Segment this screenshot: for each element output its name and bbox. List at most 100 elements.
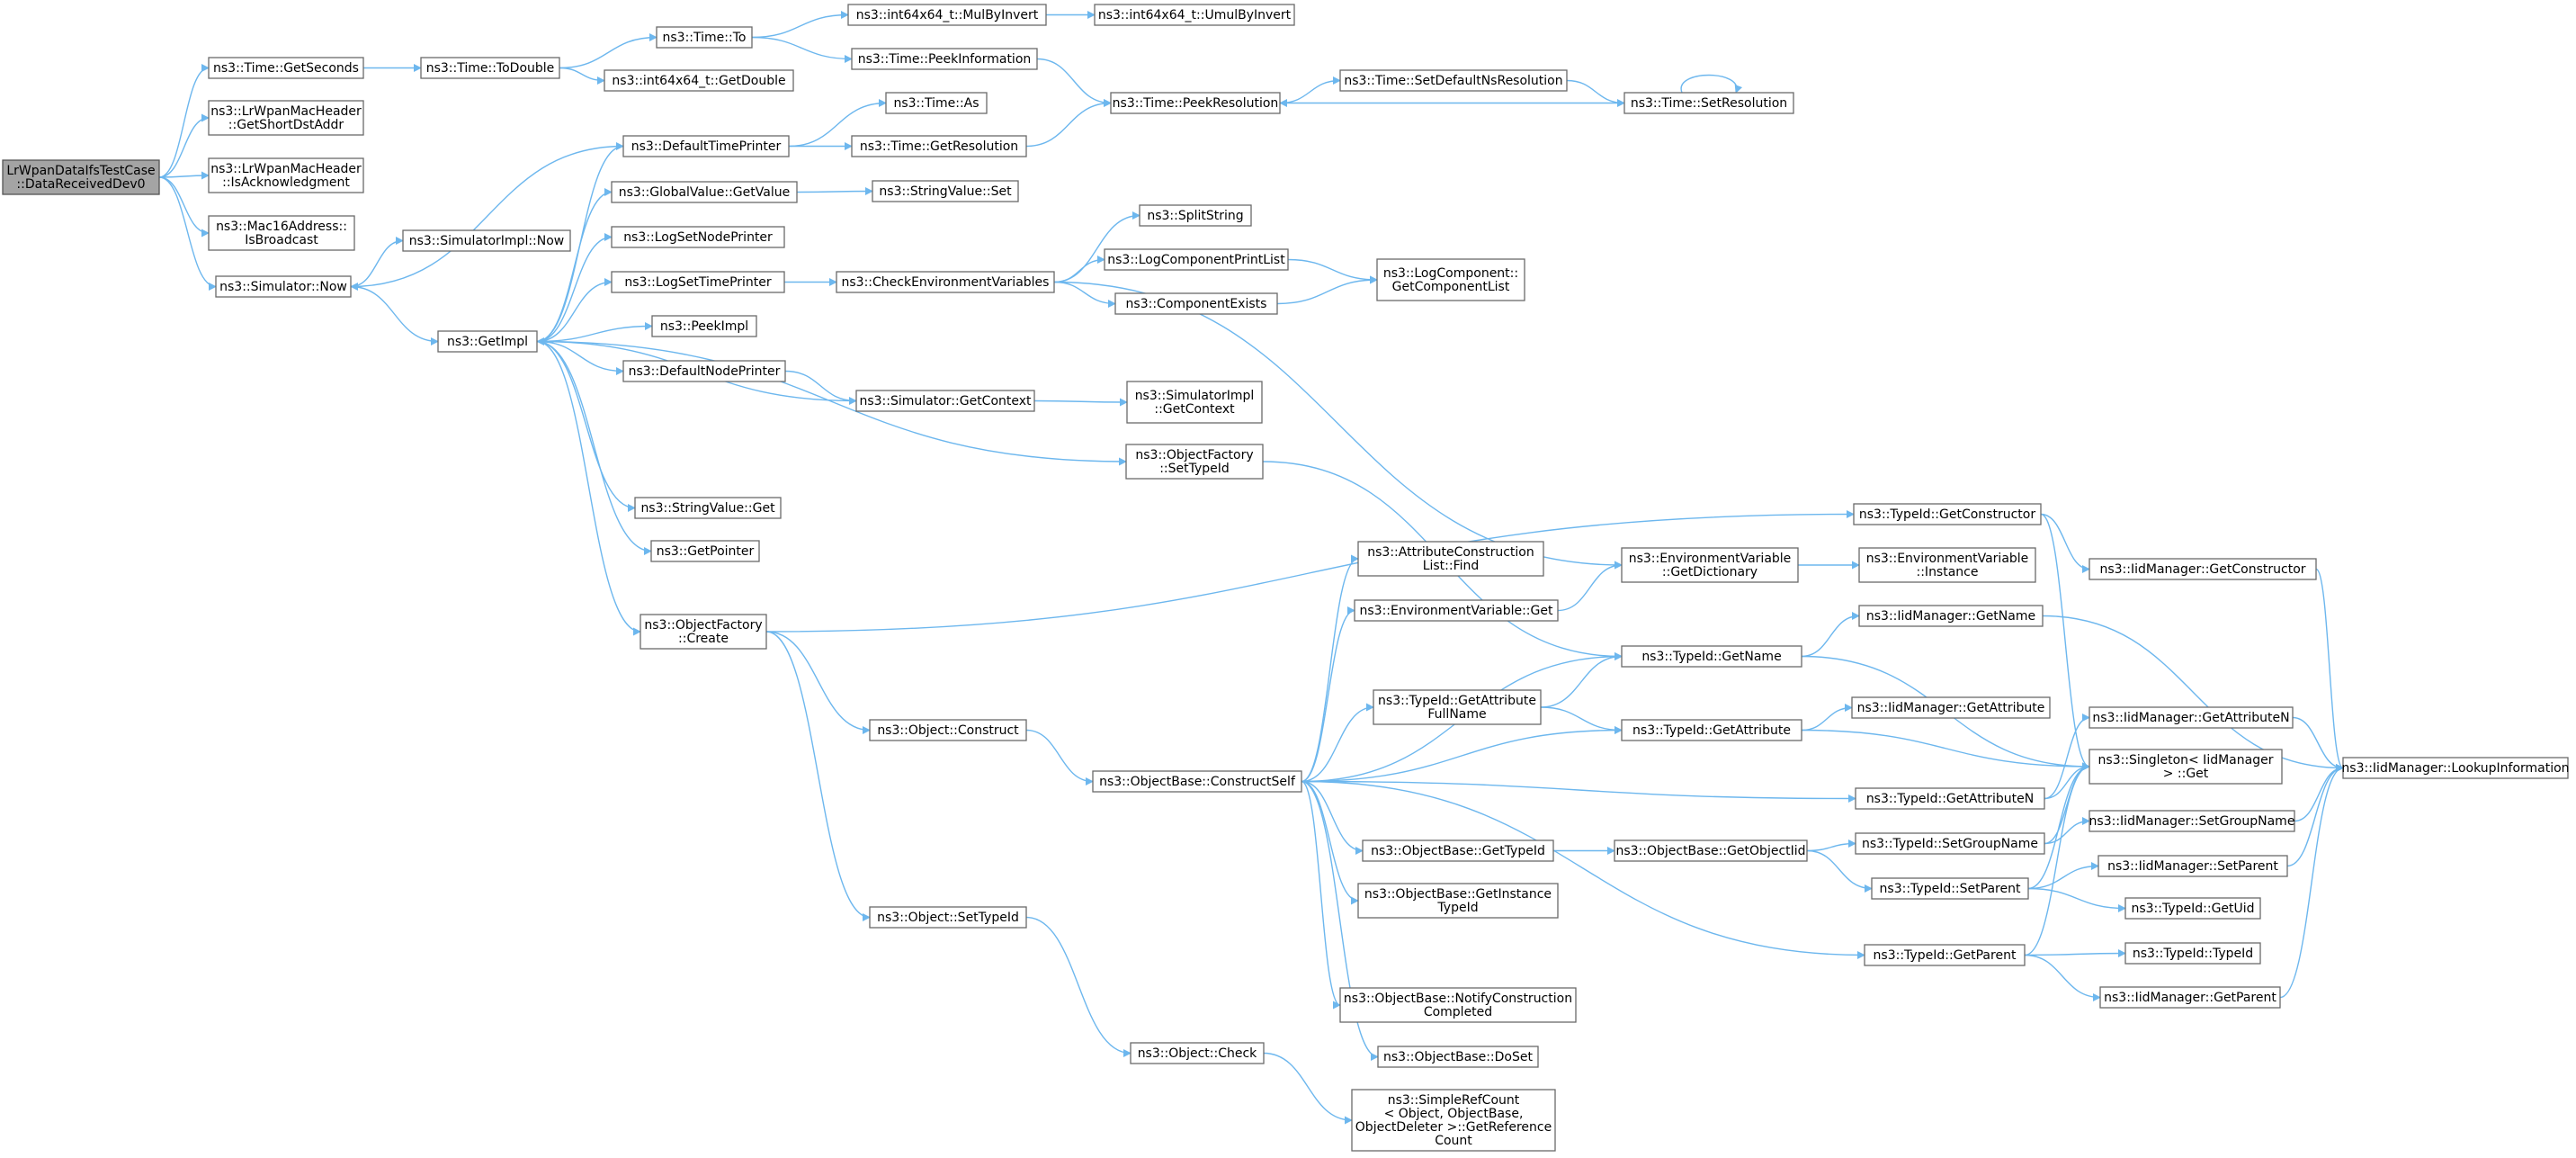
node-objectfactory-settypeid[interactable]: ns3::ObjectFactory::SetTypeId <box>1125 444 1264 480</box>
node-checkenvvars[interactable]: ns3::CheckEnvironmentVariables <box>836 271 1055 293</box>
node-typeid-getconstructor[interactable]: ns3::TypeId::GetConstructor <box>1853 503 2042 525</box>
edge-getimpl-to-logsetnodeprinter <box>536 233 613 343</box>
node-box <box>1110 92 1281 114</box>
node-label-line: ns3::SimulatorImpl::Now <box>409 234 565 248</box>
edge-time_peekresolution-to-time_setdefaultns <box>1279 76 1341 104</box>
node-lrwpan-getshortdst[interactable]: ns3::LrWpanMacHeader::GetShortDstAddr <box>208 100 364 136</box>
node-logcomponent-getlist[interactable]: ns3::LogComponent::GetComponentList <box>1376 258 1525 301</box>
node-singleton-get[interactable]: ns3::Singleton< IidManager> ::Get <box>2089 749 2283 785</box>
node-time-setdefaultns[interactable]: ns3::Time::SetDefaultNsResolution <box>1339 69 1568 92</box>
node-typeid-getname[interactable]: ns3::TypeId::GetName <box>1621 645 1802 668</box>
node-box <box>1373 689 1542 725</box>
node-lrwpan-isack[interactable]: ns3::LrWpanMacHeader::IsAcknowledgment <box>208 157 364 193</box>
node-typeid-setparent[interactable]: ns3::TypeId::SetParent <box>1871 877 2029 900</box>
node-label-line: ns3::TypeId::GetAttribute <box>1632 723 1791 738</box>
node-box <box>1621 719 1802 741</box>
node-mac16-isbroadcast[interactable]: ns3::Mac16Address::IsBroadcast <box>208 215 355 251</box>
node-time-peekinformation[interactable]: ns3::Time::PeekInformation <box>851 48 1038 70</box>
node-simulatorimpl-now[interactable]: ns3::SimulatorImpl::Now <box>402 229 571 252</box>
node-box <box>1851 696 2051 719</box>
edge-objectfactory_create-to-object_construct <box>765 631 871 734</box>
node-int64-mulbyinvert[interactable]: ns3::int64x64_t::MulByInvert <box>847 4 1047 26</box>
node-root[interactable]: LrWpanDataIfsTestCase::DataReceivedDev0 <box>2 159 160 195</box>
node-object-check[interactable]: ns3::Object::Check <box>1130 1042 1265 1064</box>
node-getimpl[interactable]: ns3::GetImpl <box>437 330 538 353</box>
node-time-setresolution[interactable]: ns3::Time::SetResolution <box>1623 92 1794 114</box>
node-iidmanager-setparent[interactable]: ns3::IidManager::SetParent <box>2097 855 2288 877</box>
node-simulator-now[interactable]: ns3::Simulator::Now <box>215 275 352 298</box>
node-typeid-getparent[interactable]: ns3::TypeId::GetParent <box>1864 944 2026 966</box>
node-globalvalue-getvalue[interactable]: ns3::GlobalValue::GetValue <box>611 181 798 203</box>
node-typeid-getattribute[interactable]: ns3::TypeId::GetAttribute <box>1621 719 1802 741</box>
node-iidmanager-getattributen[interactable]: ns3::IidManager::GetAttributeN <box>2089 706 2294 729</box>
node-object-construct[interactable]: ns3::Object::Construct <box>869 719 1027 741</box>
node-label-line: ns3::ObjectBase::ConstructSelf <box>1099 775 1296 789</box>
node-time-to[interactable]: ns3::Time::To <box>656 26 753 49</box>
node-iidmanager-getname[interactable]: ns3::IidManager::GetName <box>1858 605 2044 627</box>
node-defaultnodeprinter[interactable]: ns3::DefaultNodePrinter <box>622 360 786 382</box>
node-objectbase-notifyconstruction[interactable]: ns3::ObjectBase::NotifyConstructionCompl… <box>1339 987 1577 1023</box>
node-iidmanager-getparent[interactable]: ns3::IidManager::GetParent <box>2099 986 2281 1009</box>
node-int64-getdouble[interactable]: ns3::int64x64_t::GetDouble <box>604 69 794 92</box>
edge-object_construct-to-objectbase_constructself <box>1025 729 1094 785</box>
edge-typeid_setparent-to-typeid_getuid <box>2027 887 2126 912</box>
node-time-getresolution[interactable]: ns3::Time::GetResolution <box>851 135 1027 157</box>
node-iidmanager-setgroupname[interactable]: ns3::IidManager::SetGroupName <box>2089 810 2295 832</box>
node-time-peekresolution[interactable]: ns3::Time::PeekResolution <box>1110 92 1281 114</box>
node-label-line: ns3::TypeId::GetAttribute <box>1378 694 1536 708</box>
node-label-line: ns3::Time::GetResolution <box>860 139 1018 154</box>
node-label-line: List::Find <box>1423 559 1480 573</box>
node-box <box>208 215 355 251</box>
node-objectbase-constructself[interactable]: ns3::ObjectBase::ConstructSelf <box>1092 770 1302 793</box>
node-objectbase-gettypeid[interactable]: ns3::ObjectBase::GetTypeId <box>1362 839 1554 862</box>
node-simulator-getcontext[interactable]: ns3::Simulator::GetContext <box>855 390 1035 412</box>
node-logsettimeprinter[interactable]: ns3::LogSetTimePrinter <box>611 271 785 293</box>
node-time-todouble[interactable]: ns3::Time::ToDouble <box>420 57 560 79</box>
node-label-line: ns3::TypeId::GetParent <box>1874 948 2017 963</box>
node-envvar-get[interactable]: ns3::EnvironmentVariable::Get <box>1354 599 1559 622</box>
node-stringvalue-get[interactable]: ns3::StringValue::Get <box>634 497 782 519</box>
node-objectbase-getobjectiid[interactable]: ns3::ObjectBase::GetObjectIid <box>1614 839 1808 862</box>
node-simulatorimpl-getcontext[interactable]: ns3::SimulatorImpl::GetContext <box>1126 381 1263 424</box>
node-typeid-typeid[interactable]: ns3::TypeId::TypeId <box>2124 942 2261 965</box>
node-stringvalue-set[interactable]: ns3::StringValue::Set <box>872 180 1019 202</box>
edge-simulator_now-to-getimpl <box>350 285 439 346</box>
node-label-line: ns3::IidManager::GetParent <box>2104 991 2276 1005</box>
node-iidmanager-getattribute[interactable]: ns3::IidManager::GetAttribute <box>1851 696 2051 719</box>
node-objectfactory-create[interactable]: ns3::ObjectFactory::Create <box>640 614 767 650</box>
node-splitstring[interactable]: ns3::SplitString <box>1139 204 1252 227</box>
node-iidmanager-lookupinformation[interactable]: ns3::IidManager::LookupInformation <box>2341 757 2570 779</box>
node-logcomponentprintlist[interactable]: ns3::LogComponentPrintList <box>1104 248 1289 271</box>
node-object-settypeid[interactable]: ns3::Object::SetTypeId <box>869 906 1027 929</box>
node-envvar-getdictionary[interactable]: ns3::EnvironmentVariable::GetDictionary <box>1621 547 1799 583</box>
node-typeid-setgroupname[interactable]: ns3::TypeId::SetGroupName <box>1855 832 2045 855</box>
node-defaulttimeprinter[interactable]: ns3::DefaultTimePrinter <box>622 135 790 157</box>
node-objectbase-doset[interactable]: ns3::ObjectBase::DoSet <box>1377 1046 1539 1068</box>
node-iidmanager-getconstructor[interactable]: ns3::IidManager::GetConstructor <box>2089 558 2317 580</box>
node-typeid-getuid[interactable]: ns3::TypeId::GetUid <box>2124 897 2261 920</box>
node-getpointer[interactable]: ns3::GetPointer <box>650 540 760 562</box>
node-envvar-instance[interactable]: ns3::EnvironmentVariable::Instance <box>1858 547 2036 583</box>
node-int64-umulbyinvert[interactable]: ns3::int64x64_t::UmulByInvert <box>1094 4 1295 26</box>
node-label-line: ns3::Time::To <box>663 31 747 45</box>
edge-objectbase_constructself-to-objectbase_gettypeid <box>1301 780 1364 855</box>
node-box <box>1623 92 1794 114</box>
node-peekimpl[interactable]: ns3::PeekImpl <box>651 315 757 337</box>
edge-objectbase_constructself-to-typeid_getattribute <box>1301 726 1623 783</box>
node-simplerefcount-getref[interactable]: ns3::SimpleRefCount< Object, ObjectBase,… <box>1351 1089 1556 1152</box>
node-box <box>1125 444 1264 480</box>
node-logsetnodeprinter[interactable]: ns3::LogSetNodePrinter <box>611 226 785 248</box>
node-label-line: ns3::StringValue::Set <box>879 184 1012 199</box>
node-label-line: ObjectDeleter >::GetReference <box>1355 1120 1552 1135</box>
node-componentexists[interactable]: ns3::ComponentExists <box>1114 292 1278 315</box>
node-label-line: ns3::Time::SetResolution <box>1631 96 1787 111</box>
node-box <box>2089 558 2317 580</box>
node-box <box>1377 1046 1539 1068</box>
node-typeid-getattributen[interactable]: ns3::TypeId::GetAttributeN <box>1855 787 2045 810</box>
edge-simulator_now-to-simulatorimpl_now <box>350 237 404 288</box>
node-time-getseconds[interactable]: ns3::Time::GetSeconds <box>208 57 364 79</box>
node-time-as[interactable]: ns3::Time::As <box>885 92 988 114</box>
